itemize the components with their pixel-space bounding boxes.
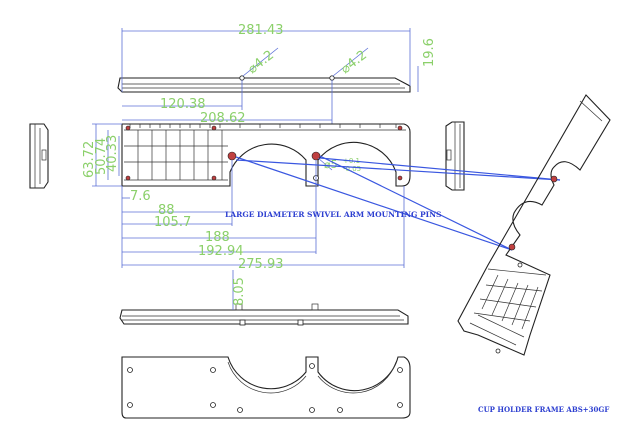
dim-pin-dist-1: 88 — [158, 203, 175, 218]
dim-side-height: 8.05 — [232, 277, 247, 306]
dim-pin-tol-minus: -0.05 — [343, 165, 361, 173]
dim-pin-dia: ⌀5 — [324, 158, 338, 171]
top-view-dimensions: 281.43 ⌀4.2 ⌀4.2 19.6 120.38 208.62 — [121, 23, 437, 126]
dim-width-inner: 40.33 — [105, 135, 120, 172]
right-side-view — [445, 121, 465, 191]
dim-overall-length-top: 281.43 — [238, 23, 284, 38]
dim-hole-dia-right: ⌀4.2 — [338, 48, 370, 77]
top-view — [117, 75, 411, 93]
dim-pin-dist-3: 188 — [205, 230, 230, 245]
front-view-dimensions: 63.72 50.74 40.33 7.6 88 105.7 188 192.9… — [82, 123, 405, 272]
isometric-view — [457, 94, 611, 356]
iso-pin-upper — [550, 175, 558, 183]
pins-label: LARGE DIAMETER SWIVEL ARM MOUNTING PINS — [225, 210, 441, 219]
dim-width-overall: 63.72 — [82, 141, 97, 178]
part-label: CUP HOLDER FRAME ABS+30GF — [478, 405, 609, 414]
bottom-plan-view — [121, 356, 411, 419]
pin-leader-arrows — [235, 155, 561, 251]
bottom-profile-view: 8.05 — [119, 270, 409, 326]
iso-pin-lower — [508, 243, 516, 251]
front-view — [121, 123, 411, 187]
dim-overall-length-front: 275.93 — [238, 257, 284, 272]
dim-hole-pos-2: 208.62 — [200, 111, 246, 126]
left-side-view — [29, 123, 49, 189]
dim-hole-pos-1: 120.38 — [160, 97, 206, 112]
dim-height-top: 19.6 — [422, 38, 437, 67]
dim-pin-dist-2: 105.7 — [154, 215, 191, 230]
dim-width-mid: 50.74 — [94, 138, 109, 175]
mounting-pin-left — [227, 151, 237, 161]
dim-pin-dist-4: 192.94 — [198, 244, 244, 259]
dim-offset-small: 7.6 — [130, 189, 151, 204]
